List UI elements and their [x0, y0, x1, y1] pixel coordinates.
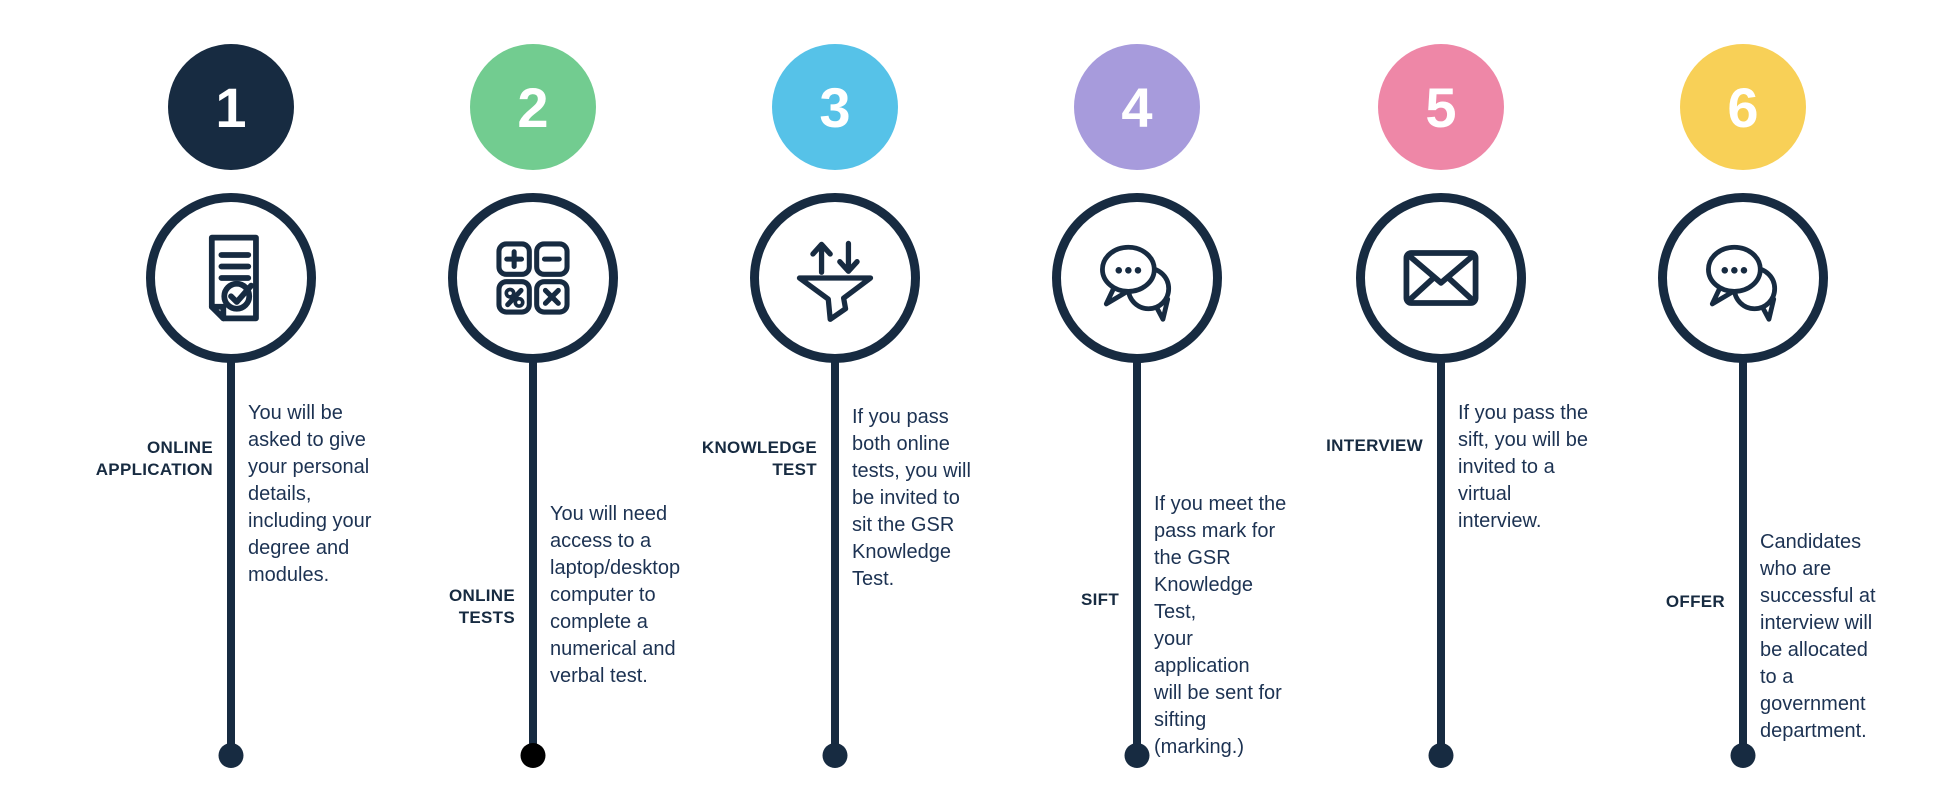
- step-label: SIFT: [1080, 590, 1119, 609]
- timeline-end-dot: [1124, 743, 1150, 768]
- step-icon-ring: [1356, 193, 1526, 363]
- timeline-stem: [1133, 361, 1141, 755]
- step-3-knowledge-test: 3 KNOWLEDGE TEST If you pass both online…: [684, 0, 986, 800]
- document-check-icon: [208, 234, 259, 322]
- timeline-stem: [529, 361, 537, 755]
- step-number-badge: 1: [168, 44, 294, 170]
- step-label: INTERVIEW: [1326, 436, 1423, 455]
- timeline-stem: [831, 361, 839, 755]
- step-label: ONLINE APPLICATION: [95, 438, 213, 479]
- timeline-stem: [1437, 361, 1445, 755]
- step-icon-ring: [448, 193, 618, 363]
- chat-bubbles-icon: [1100, 244, 1172, 322]
- timeline-stem: [227, 361, 235, 755]
- step-description: You will be asked to give your personal …: [248, 402, 372, 586]
- math-operations-icon: [496, 241, 570, 315]
- step-number-badge: 2: [470, 44, 596, 170]
- step-icon-ring: [1658, 193, 1828, 363]
- step-description: You will need access to a laptop/desktop…: [550, 503, 681, 687]
- timeline-end-dot: [218, 743, 244, 768]
- step-5-interview: 5 INTERVIEW If you pass the sift, you wi…: [1290, 0, 1592, 800]
- step-label: KNOWLEDGE TEST: [701, 438, 817, 479]
- step-description: If you meet the pass mark for the GSR Kn…: [1154, 493, 1287, 758]
- step-label: OFFER: [1665, 592, 1725, 611]
- timeline-end-dot: [822, 743, 848, 768]
- step-4-sift: 4 SIFT If you meet the pass mark for the…: [986, 0, 1288, 800]
- timeline-stem: [1739, 361, 1747, 755]
- funnel-sort-icon: [796, 240, 874, 322]
- step-description: If you pass both online tests, you will …: [852, 406, 971, 590]
- timeline-end-dot: [1428, 743, 1454, 768]
- step-icon-ring: [1052, 193, 1222, 363]
- step-6-offer: 6 OFFER Candidates who are successful at…: [1592, 0, 1894, 800]
- timeline-end-dot: [1730, 743, 1756, 768]
- step-1-online-application: 1 ONLINE APPLICATION You will be asked t…: [80, 0, 382, 800]
- step-icon-ring: [750, 193, 920, 363]
- chat-bubbles-icon: [1706, 244, 1778, 322]
- step-icon-ring: [146, 193, 316, 363]
- step-number-badge: 6: [1680, 44, 1806, 170]
- step-number-badge: 4: [1074, 44, 1200, 170]
- step-number-badge: 5: [1378, 44, 1504, 170]
- step-2-online-tests: 2 ONLINE TESTS You will need access to a…: [382, 0, 684, 800]
- envelope-icon: [1403, 250, 1479, 306]
- timeline-end-dot: [520, 743, 546, 768]
- step-description: If you pass the sift, you will be invite…: [1458, 402, 1589, 532]
- step-description: Candidates who are successful at intervi…: [1760, 531, 1876, 742]
- step-number-badge: 3: [772, 44, 898, 170]
- step-label: ONLINE TESTS: [448, 586, 515, 627]
